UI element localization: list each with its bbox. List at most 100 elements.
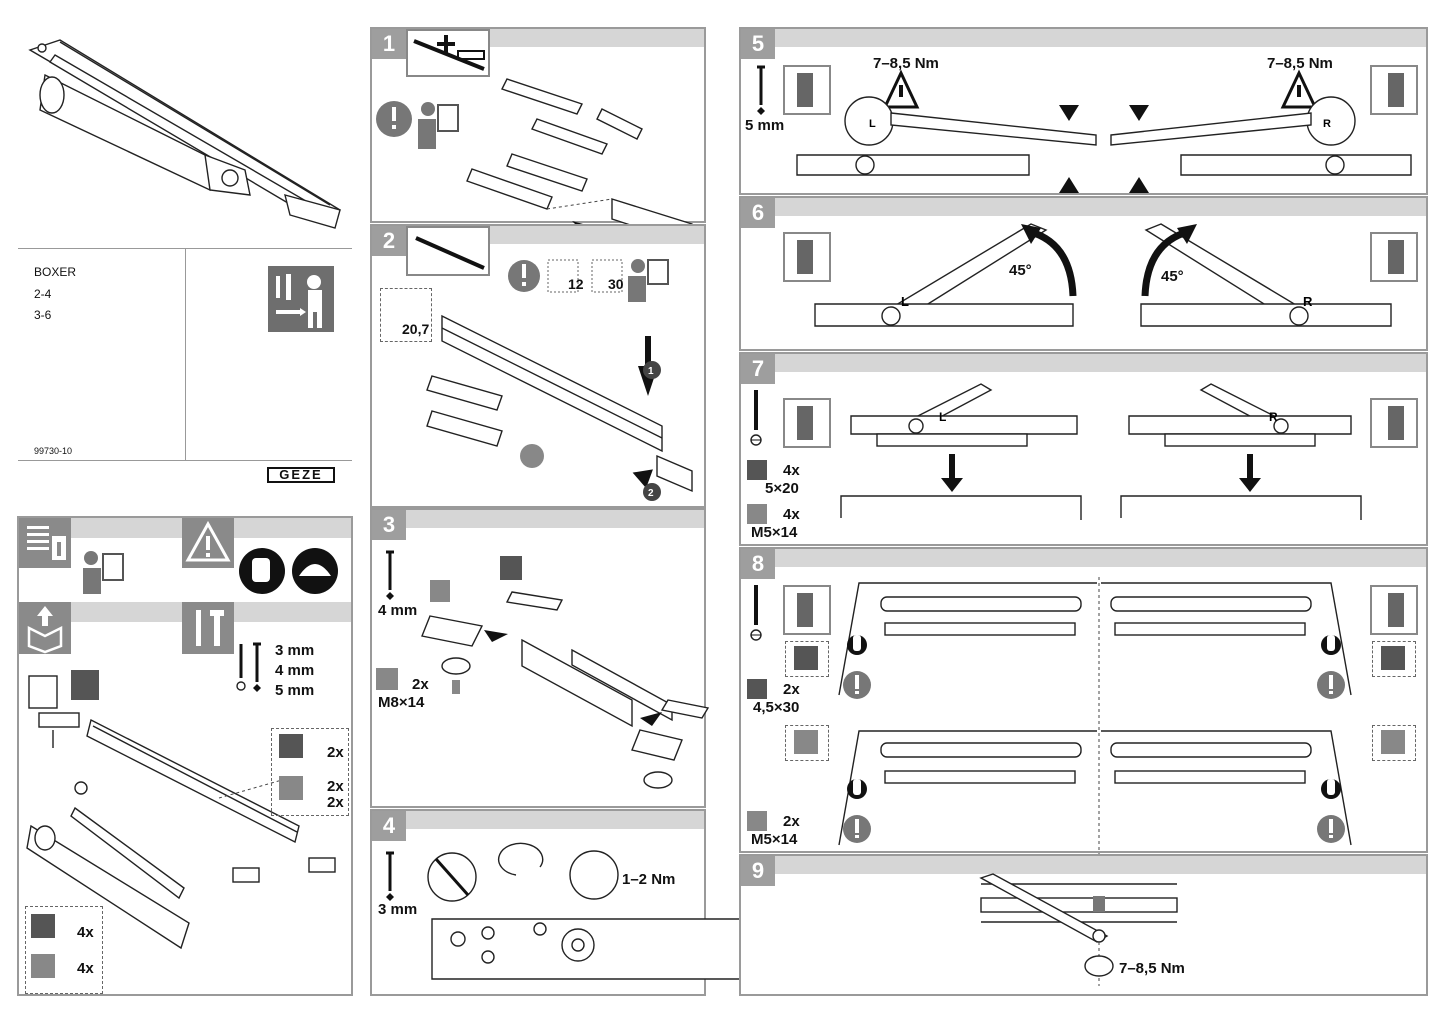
- step-3-hex-size: 4 mm: [378, 602, 418, 619]
- step-2-illustration: 1 2: [426, 314, 693, 501]
- step-8-illustration: [838, 577, 1352, 865]
- step-7-label-L: L: [939, 410, 946, 424]
- step-2-panel: 2 12 30 20,7 1 2: [370, 224, 706, 508]
- step-7-qty-metal: 4x: [783, 506, 800, 523]
- step-3-qty: 2x: [412, 676, 429, 693]
- wood-icon: [31, 914, 55, 938]
- door-icon: [1370, 585, 1418, 635]
- marker-2: 2: [648, 488, 654, 499]
- wood-icon: [747, 460, 767, 480]
- door-icon: [783, 232, 831, 282]
- door-icon: [783, 65, 831, 115]
- product-size-2: 3-6: [34, 308, 52, 322]
- step-7-illustration: L R: [840, 383, 1362, 520]
- step-7-label-R: R: [1269, 410, 1278, 424]
- step-number: 4: [372, 811, 406, 841]
- profile-height-20-7: 20,7: [402, 321, 430, 337]
- step-9-panel: 9 7–8,5 Nm: [739, 854, 1428, 996]
- step-6-angle-left: 45°: [1009, 262, 1032, 279]
- step-3-illustration: [421, 556, 710, 789]
- step-number: 6: [741, 198, 775, 228]
- tool-size-3mm: 3 mm: [275, 642, 315, 659]
- hex-key-icon: [236, 642, 261, 692]
- step-7-screw-wood: 5×20: [765, 480, 799, 497]
- screwdriver-icon: [750, 390, 762, 446]
- profile-width-12: 12: [568, 276, 584, 292]
- step-9-torque: 7–8,5 Nm: [1119, 960, 1185, 977]
- step-5-torque-left: 7–8,5 Nm: [873, 55, 939, 72]
- step-number: 3: [372, 510, 406, 540]
- step-5-label-L: L: [869, 118, 876, 130]
- metal-icon: [747, 504, 767, 524]
- step-6-angle-right: 45°: [1161, 268, 1184, 285]
- step-3-screw: M8×14: [378, 694, 425, 711]
- hex-key-icon: [386, 550, 394, 600]
- step-number: 5: [741, 29, 775, 59]
- step-8-qty-wood: 2x: [783, 681, 800, 698]
- metal-icon: [794, 730, 818, 754]
- step-2-profile-icons: [508, 259, 669, 302]
- step-5-illustration: L R: [796, 69, 1412, 193]
- screwdriver-icon: [750, 585, 762, 641]
- intro-qty-metal-bottom: 4x: [77, 960, 94, 977]
- hex-key-icon: [386, 851, 394, 901]
- step-5-hex-size: 5 mm: [745, 117, 785, 134]
- metal-icon: [1381, 730, 1405, 754]
- tool-size-5mm: 5 mm: [275, 682, 315, 699]
- intro-qty-metal-a: 2x: [327, 778, 344, 795]
- wood-icon: [1381, 646, 1405, 670]
- step-8-qty-metal: 2x: [783, 813, 800, 830]
- step-8-screw-metal: M5×14: [751, 831, 798, 848]
- step-6-label-L: L: [901, 294, 909, 309]
- wood-icon: [747, 679, 767, 699]
- tools-icon: [182, 602, 234, 654]
- step-5-label-R: R: [1323, 118, 1331, 130]
- info-icon: [19, 518, 71, 568]
- step-7-screw-metal: M5×14: [751, 524, 798, 541]
- step-1-illustration: [376, 78, 693, 246]
- step-7-qty-wood: 4x: [783, 462, 800, 479]
- step-1-panel: 1: [370, 27, 706, 246]
- metal-icon: [31, 954, 55, 978]
- step-4-torque: 1–2 Nm: [622, 871, 676, 888]
- door-icon: [783, 398, 831, 448]
- product-name: BOXER: [34, 265, 77, 279]
- step-9-illustration: [979, 873, 1178, 986]
- step-6-illustration: L R: [814, 223, 1392, 327]
- step-6-label-R: R: [1303, 294, 1313, 309]
- wood-icon: [794, 646, 818, 670]
- parts-exploded-view: [26, 670, 336, 950]
- step-3-panel: 3 4 mm 2x M8×14: [370, 508, 710, 808]
- door-icon: [783, 585, 831, 635]
- step-number: 1: [372, 29, 406, 59]
- marker-1: 1: [648, 366, 654, 377]
- intro-qty-wood-bottom: 4x: [77, 924, 94, 941]
- door-icon: [1370, 232, 1418, 282]
- step-6-panel: 6 L R 45° 45°: [739, 196, 1428, 351]
- door-icon: [1370, 398, 1418, 448]
- metal-icon: [747, 811, 767, 831]
- profile-width-30: 30: [608, 276, 624, 292]
- door-icon: [1370, 65, 1418, 115]
- step-5-panel: 5 5 mm 7–8,5 Nm 7–8,5 Nm L R: [739, 27, 1428, 195]
- step-4-hex-size: 3 mm: [378, 901, 418, 918]
- reading-person-icon: [83, 551, 124, 594]
- step-7-panel: 7 4x 5×20 4x M5×14 L R: [739, 352, 1428, 546]
- intro-panel: 3 mm 4 mm 5 mm 2x 2x 2x 4x 4x: [17, 516, 353, 996]
- step-4-panel: 4 3 mm 1–2 Nm: [370, 809, 749, 996]
- hex-key-icon: [757, 65, 765, 115]
- intro-qty-wood: 2x: [327, 744, 344, 761]
- step-number: 2: [372, 226, 406, 256]
- brand-logo: GEZE: [267, 467, 335, 483]
- product-size-1: 2-4: [34, 287, 52, 301]
- metal-icon: [376, 668, 398, 690]
- intro-qty-metal-b: 2x: [327, 794, 344, 811]
- step-number: 7: [741, 354, 775, 384]
- warning-icon: [182, 518, 234, 568]
- step-5-torque-right: 7–8,5 Nm: [1267, 55, 1333, 72]
- step-8-screw-wood: 4,5×30: [753, 699, 800, 716]
- step-number: 9: [741, 856, 775, 886]
- tool-size-4mm: 4 mm: [275, 662, 315, 679]
- installer-tools-icon: [268, 266, 334, 332]
- metal-icon: [279, 776, 303, 800]
